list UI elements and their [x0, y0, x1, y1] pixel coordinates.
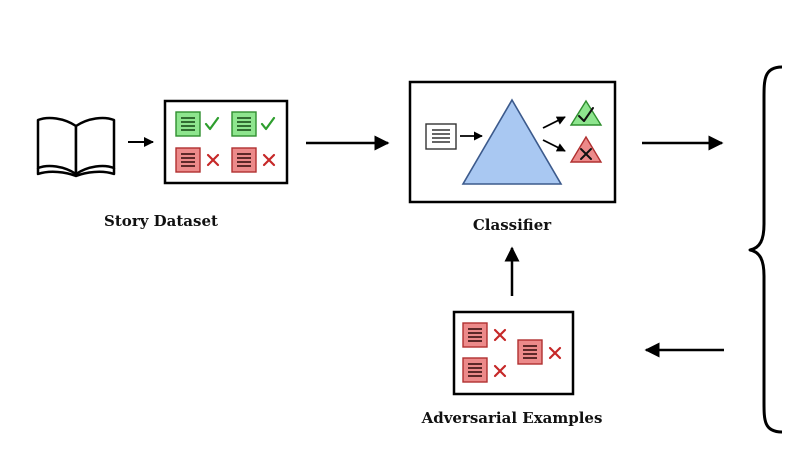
document-icon	[175, 111, 201, 137]
document-icon	[462, 357, 488, 383]
adversarial-examples-box	[452, 310, 575, 396]
adversarial-examples-label: Adversarial Examples	[421, 409, 603, 427]
document-icon	[425, 123, 457, 150]
classifier-box	[408, 80, 617, 204]
open-book-icon	[36, 116, 116, 178]
document-icon	[175, 147, 201, 173]
negative-output-icon	[569, 135, 603, 163]
document-icon	[517, 339, 543, 365]
triangle-classifier-icon	[461, 98, 563, 185]
curly-brace	[748, 65, 783, 434]
positive-output-icon	[569, 99, 603, 126]
story-dataset-label: Story Dataset	[104, 212, 218, 230]
document-icon	[231, 111, 257, 137]
document-icon	[231, 147, 257, 173]
document-icon	[462, 322, 488, 348]
arrow-to-negative	[542, 139, 566, 152]
arrow-to-positive	[542, 116, 566, 129]
classifier-label: Classifier	[473, 216, 552, 234]
story-dataset-box	[163, 99, 289, 185]
